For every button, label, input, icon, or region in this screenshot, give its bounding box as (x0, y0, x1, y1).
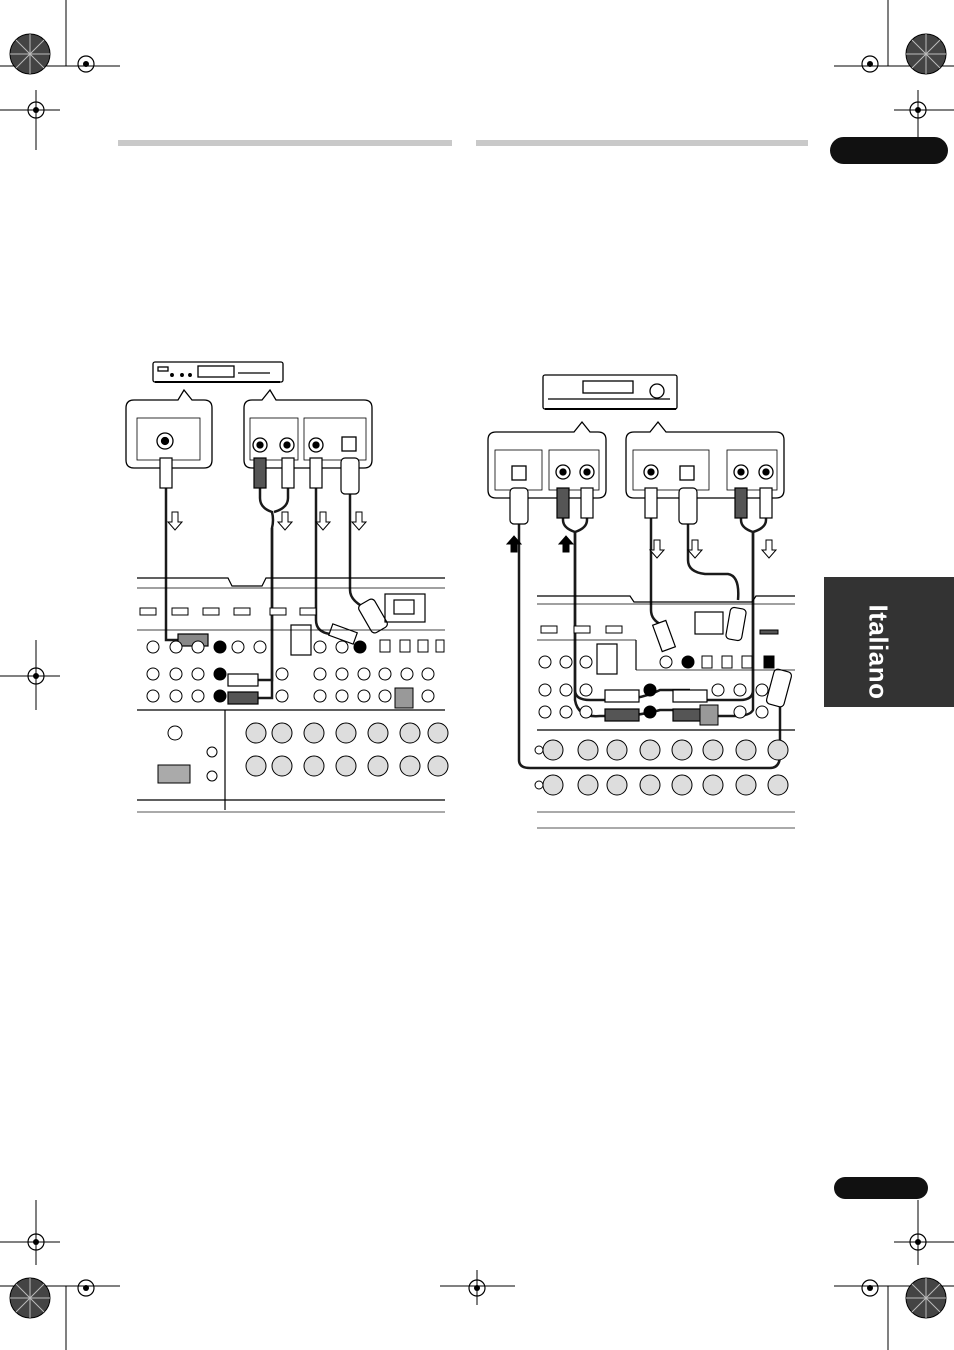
signal-direction-arrows-right (507, 536, 776, 558)
recorder-device-icon (543, 375, 677, 409)
recorder-inputs-callout (626, 422, 784, 498)
recorder-outputs-callout (488, 422, 606, 498)
